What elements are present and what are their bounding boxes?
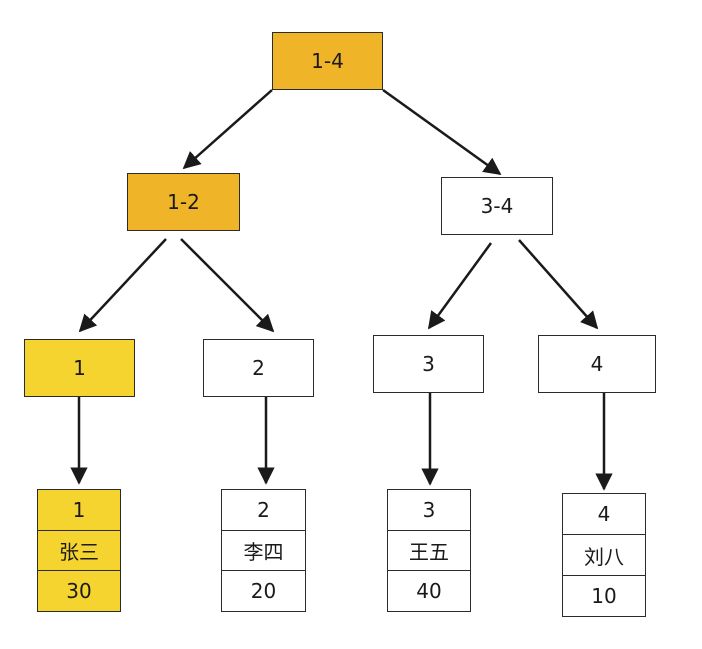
edge-3-4-to-3 bbox=[427, 242, 493, 330]
node-leaf-4-label: 4 bbox=[590, 352, 604, 376]
record-1-name: 张三 bbox=[38, 531, 120, 572]
node-3-4-label: 3-4 bbox=[480, 194, 514, 218]
edge-root-to-1-2 bbox=[182, 89, 273, 170]
node-1-2: 1-2 bbox=[127, 173, 240, 231]
node-leaf-3-label: 3 bbox=[422, 352, 435, 376]
record-4-value: 10 bbox=[591, 584, 617, 608]
record-2-value: 20 bbox=[250, 579, 277, 604]
edge-1-2-to-1 bbox=[78, 238, 167, 333]
record-2: 2 李四 20 bbox=[221, 489, 306, 612]
node-leaf-1: 1 bbox=[24, 339, 135, 397]
record-4-id: 4 bbox=[563, 494, 645, 535]
node-leaf-3: 3 bbox=[373, 335, 484, 393]
record-1: 1 张三 30 bbox=[37, 489, 121, 612]
record-2-name: 李四 bbox=[222, 531, 305, 572]
edge-3-4-to-4 bbox=[518, 239, 599, 330]
node-leaf-1-label: 1 bbox=[73, 356, 86, 380]
record-3-id: 3 bbox=[388, 490, 470, 531]
record-2-id: 2 bbox=[222, 490, 305, 531]
record-3-value: 40 bbox=[416, 579, 442, 604]
record-4-name: 刘八 bbox=[563, 535, 645, 576]
node-leaf-2: 2 bbox=[203, 339, 314, 397]
record-3: 3 王五 40 bbox=[387, 489, 471, 612]
node-3-4: 3-4 bbox=[441, 177, 553, 235]
record-3-name: 王五 bbox=[388, 531, 470, 572]
node-leaf-2-label: 2 bbox=[252, 356, 265, 380]
record-4: 4 刘八 10 bbox=[562, 493, 646, 617]
node-root-label: 1-4 bbox=[311, 49, 344, 73]
edge-root-to-3-4 bbox=[382, 88, 502, 176]
node-root: 1-4 bbox=[272, 32, 383, 90]
node-leaf-4: 4 bbox=[538, 335, 656, 393]
record-1-id: 1 bbox=[38, 490, 120, 531]
node-1-2-label: 1-2 bbox=[167, 190, 200, 214]
edge-1-2-to-2 bbox=[180, 238, 275, 333]
record-1-value: 30 bbox=[66, 579, 92, 604]
